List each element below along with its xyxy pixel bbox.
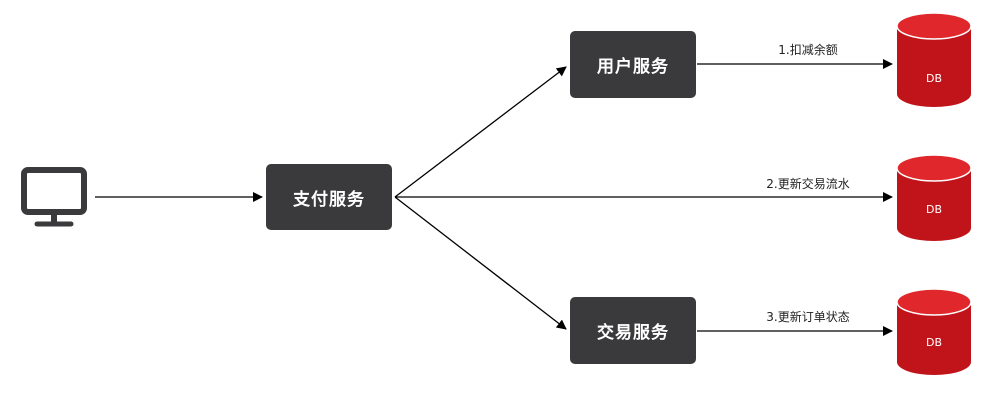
trade-service-label: 交易服务 <box>597 323 669 343</box>
user-service-label: 用户服务 <box>597 57 669 77</box>
arrow-payment-to-trade <box>394 196 567 330</box>
database-user <box>896 12 972 107</box>
user-service-box: 用户服务 <box>570 31 696 98</box>
database-flow <box>896 154 972 241</box>
arrow-payment-to-user <box>394 66 567 198</box>
database-trade <box>896 288 972 375</box>
db-label-trade: DB <box>926 336 942 349</box>
edge-label-flow: 2.更新交易流水 <box>766 177 850 191</box>
monitor-icon <box>21 167 87 227</box>
trade-service-box: 交易服务 <box>570 297 696 364</box>
payment-service-label: 支付服务 <box>293 189 365 210</box>
payment-service-box: 支付服务 <box>266 164 392 230</box>
edge-label-deduct: 1.扣减余额 <box>778 43 838 57</box>
db-label-flow: DB <box>926 203 942 216</box>
db-label-user: DB <box>926 72 942 85</box>
edge-label-order: 3.更新订单状态 <box>766 310 850 324</box>
